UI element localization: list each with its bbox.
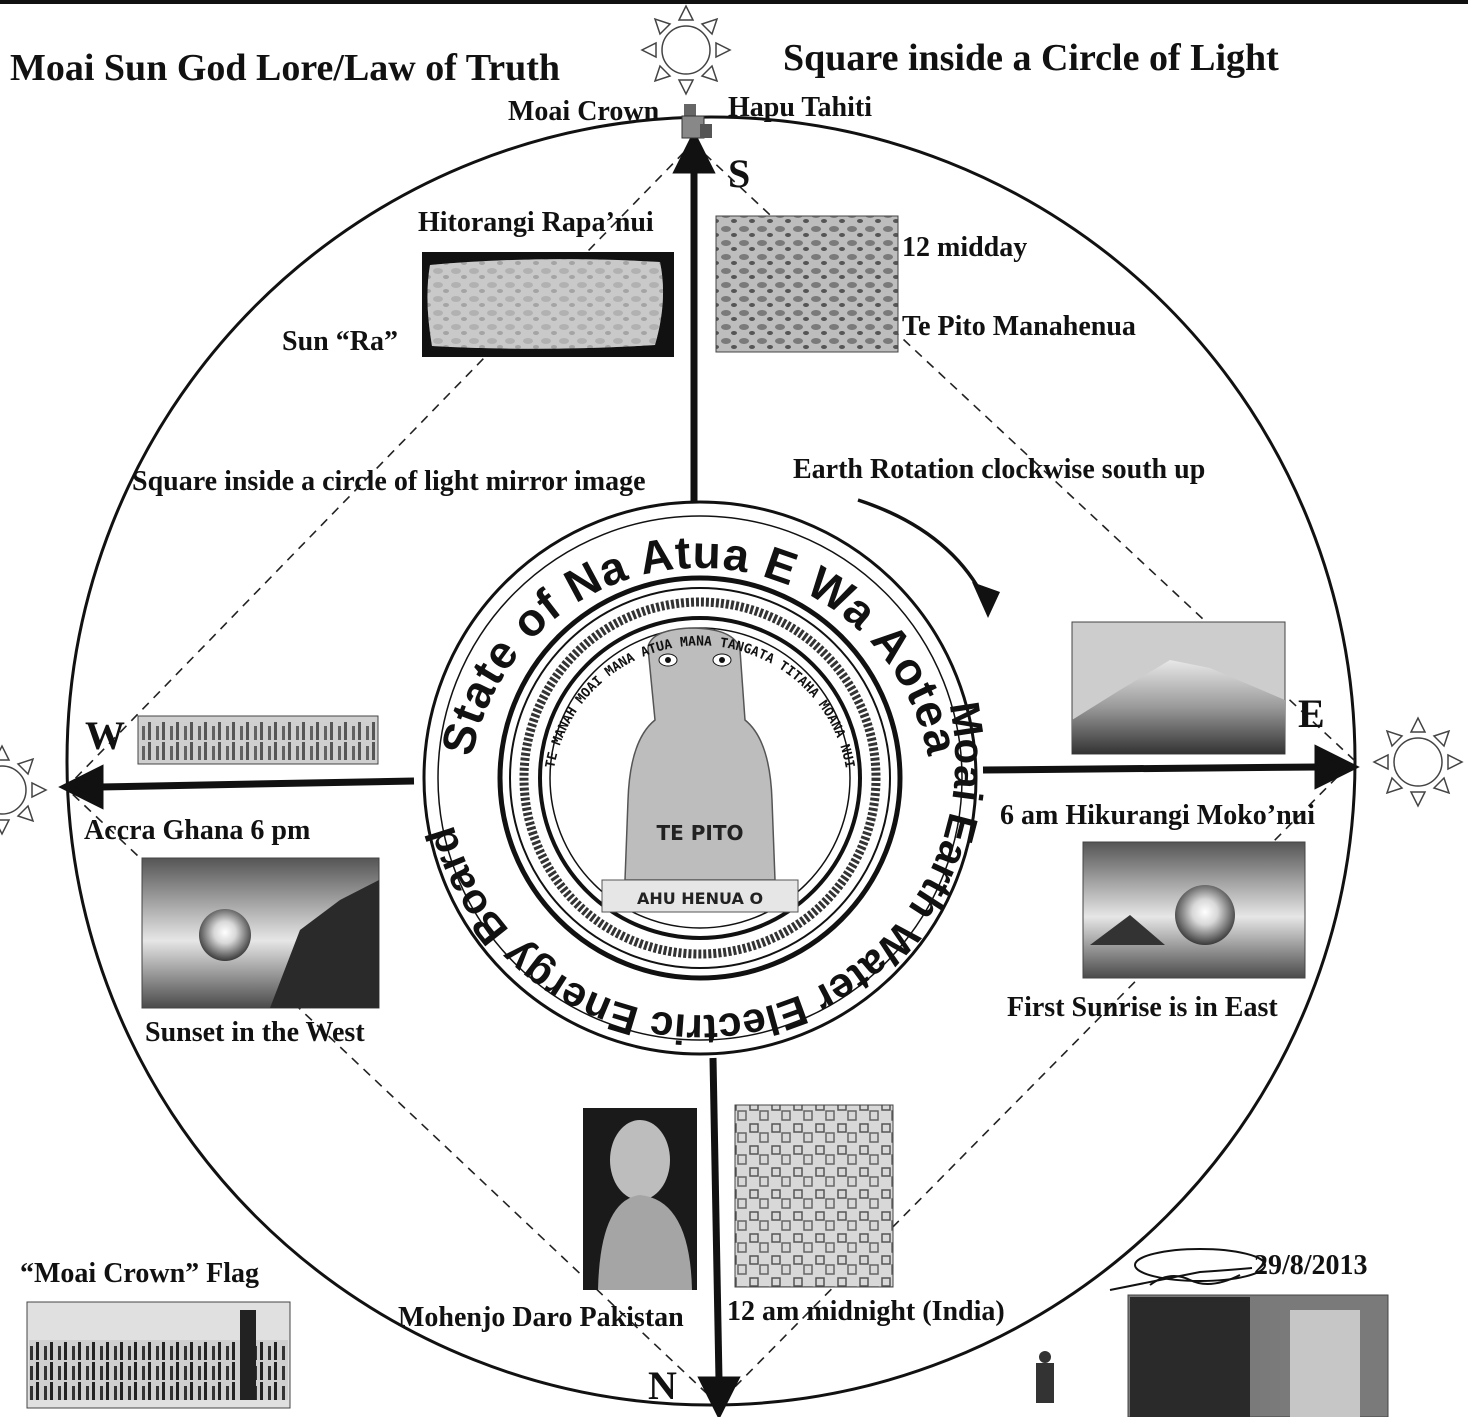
- seal: [424, 502, 976, 1054]
- photo-te-pito-rocks: [716, 216, 898, 352]
- sun-icon: [1374, 718, 1462, 806]
- north-arrow-icon: [703, 1380, 735, 1412]
- label-sunset: Sunset in the West: [145, 1017, 365, 1049]
- label-first-sunrise: First Sunrise is in East: [1007, 992, 1278, 1024]
- sun-icon: [0, 746, 46, 834]
- small-figure-icon: [1036, 1351, 1054, 1403]
- sun-icon: [642, 6, 730, 94]
- label-midnight: 12 am midnight (India): [727, 1296, 1005, 1328]
- label-midday: 12 midday: [902, 232, 1027, 264]
- label-square-mirror: Square inside a circle of light mirror i…: [132, 466, 646, 498]
- label-hitorangi: Hitorangi Rapa’nui: [418, 207, 654, 239]
- label-hapu-tahiti: Hapu Tahiti: [728, 92, 872, 124]
- label-sun-ra: Sun “Ra”: [282, 326, 398, 358]
- rotation-arrowhead-icon: [972, 582, 1000, 618]
- compass-west: W: [85, 712, 125, 759]
- label-date: 29/8/2013: [1254, 1250, 1368, 1282]
- label-earth-rotation: Earth Rotation clockwise south up: [793, 454, 1205, 486]
- photo-sunrise-east: [1083, 842, 1305, 978]
- top-border: [0, 0, 1468, 4]
- photo-sunset-west: [142, 858, 379, 1008]
- title-right: Square inside a Circle of Light: [783, 36, 1279, 80]
- west-arrow-icon: [66, 770, 100, 804]
- east-arrow-icon: [1318, 750, 1352, 784]
- label-moai-crown: Moai Crown: [508, 96, 659, 128]
- photo-moai-crown-flag: [27, 1302, 290, 1408]
- photo-mountain-hikurangi: [1072, 622, 1285, 754]
- compass-north: N: [648, 1362, 677, 1409]
- title-left: Moai Sun God Lore/Law of Truth: [10, 46, 560, 90]
- photo-mohenjo-statue: [583, 1108, 697, 1290]
- label-six-am: 6 am Hikurangi Moko’nui: [1000, 800, 1315, 832]
- compass-south: S: [728, 150, 750, 197]
- compass-east: E: [1298, 690, 1325, 737]
- signature-icon: [1110, 1249, 1265, 1290]
- photo-ceremony: [1128, 1295, 1388, 1417]
- photo-hitorangi-stone: [422, 252, 674, 357]
- south-arrow-icon: [678, 138, 710, 170]
- label-flag: “Moai Crown” Flag: [20, 1258, 259, 1290]
- moai-crown-icon: [682, 104, 712, 138]
- label-mohenjo: Mohenjo Daro Pakistan: [398, 1302, 684, 1334]
- label-accra: Accra Ghana 6 pm: [84, 815, 310, 847]
- photo-mohenjo-ruins: [735, 1105, 893, 1287]
- label-te-pito: Te Pito Manahenua: [902, 311, 1136, 343]
- photo-accra-people: [138, 716, 378, 764]
